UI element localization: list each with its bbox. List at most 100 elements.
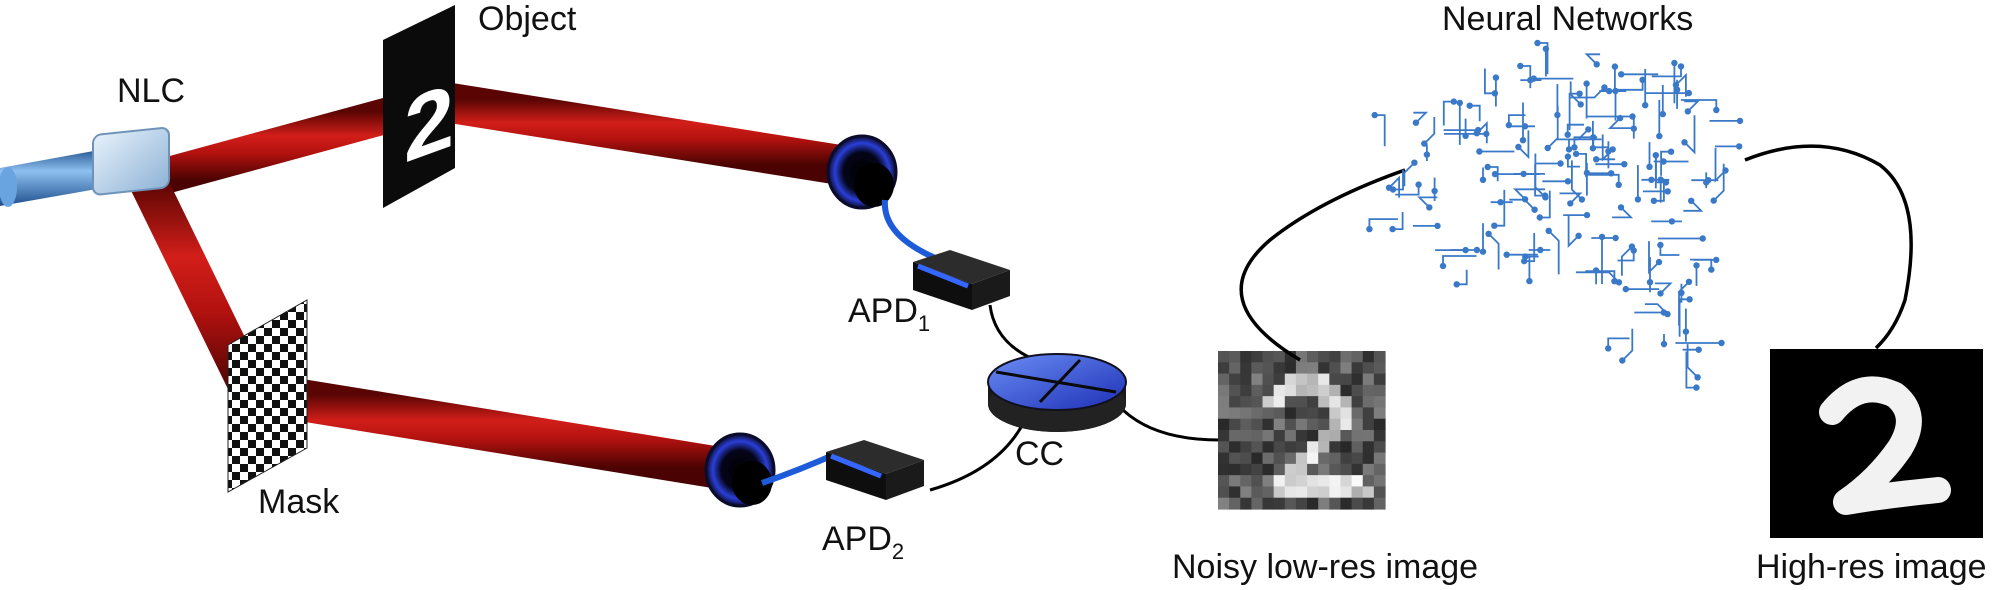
circuit-node: [1426, 204, 1433, 211]
noisy-pixel: [1262, 430, 1275, 442]
circuit-node: [1593, 156, 1600, 163]
noisy-pixel: [1318, 362, 1330, 375]
noisy-pixel: [1295, 362, 1308, 375]
high-res-digit: [1819, 376, 1951, 515]
circuit-node: [1557, 160, 1564, 167]
noisy-pixel: [1240, 430, 1252, 442]
circuit-trace: [1680, 99, 1718, 110]
circuit-node: [1531, 206, 1538, 213]
noisy-pixel: [1351, 384, 1364, 397]
noisy-pixel: [1373, 430, 1386, 442]
circuit-node: [1462, 246, 1469, 254]
circuit-node: [1503, 251, 1510, 258]
circuit-node: [1655, 258, 1663, 266]
circuit-node: [1431, 187, 1438, 195]
noisy-pixel: [1295, 407, 1308, 420]
circuit-node: [1517, 62, 1524, 70]
noisy-pixel: [1284, 452, 1297, 465]
noisy-pixel: [1284, 418, 1297, 431]
circuit-node: [1693, 384, 1700, 391]
apd2-label-sub: 2: [892, 539, 904, 564]
circuit-node: [1650, 197, 1658, 204]
circuit-trace: [1559, 192, 1583, 205]
circuit-node: [1634, 196, 1642, 203]
circuit-trace: [1517, 130, 1530, 160]
circuit-trace: [1537, 42, 1549, 75]
circuit-node: [1389, 186, 1397, 193]
circuit-node: [1648, 176, 1655, 183]
circuit-node: [1657, 241, 1664, 249]
circuit-trace: [1675, 72, 1687, 97]
circuit-node: [1722, 167, 1729, 174]
coincidence-counter-icon: [987, 353, 1127, 432]
circuit-trace: [1584, 53, 1601, 65]
circuit-node: [1476, 148, 1483, 155]
noisy-pixel: [1240, 362, 1252, 375]
circuit-node: [1593, 61, 1600, 68]
fiber-coupler-icon: [826, 134, 898, 210]
noisy-pixel: [1262, 441, 1275, 454]
circuit-trace: [1684, 100, 1700, 113]
beam-mask-coupler2: [249, 374, 741, 489]
noisy-pixel: [1351, 486, 1364, 499]
circuit-node: [1621, 161, 1628, 168]
circuit-trace: [1484, 68, 1495, 95]
circuit-node: [1497, 199, 1504, 206]
noisy-pixel: [1329, 396, 1342, 409]
noisy-pixel: [1218, 373, 1230, 386]
noisy-pixel: [1273, 373, 1286, 386]
noisy-pixel: [1340, 418, 1353, 431]
circuit-node: [1412, 119, 1420, 126]
circuit-trace: [1678, 298, 1690, 337]
noisy-pixel: [1262, 407, 1275, 420]
noisy-pixel: [1362, 441, 1375, 454]
circuit-node: [1618, 71, 1625, 78]
circuit-node: [1491, 222, 1498, 229]
circuit-node: [1629, 113, 1636, 120]
circuit-node: [1577, 101, 1584, 108]
noisy-pixel: [1340, 486, 1353, 499]
cable-apd2-cc: [929, 419, 1027, 492]
noisy-pixel: [1373, 463, 1386, 476]
pump-beam-end: [0, 167, 17, 207]
circuit-trace: [1512, 188, 1545, 200]
circuit-node: [1619, 357, 1626, 364]
circuit-node: [1668, 218, 1676, 225]
noisy-pixel: [1295, 373, 1308, 386]
noisy-pixel: [1295, 452, 1308, 465]
circuit-node: [1695, 346, 1702, 353]
object-label: Object: [478, 0, 577, 38]
circuit-node: [1484, 163, 1491, 171]
noisy-pixel: [1284, 362, 1297, 375]
noisy-pixel: [1307, 497, 1319, 510]
apd1-label-sub: 1: [918, 311, 930, 336]
noisy-pixel: [1362, 407, 1375, 420]
noisy-pixel: [1340, 396, 1353, 409]
circuit-node: [1677, 63, 1685, 70]
circuit-node: [1589, 145, 1597, 152]
noisy-pixel: [1251, 463, 1264, 476]
noisy-pixel: [1218, 452, 1230, 465]
noisy-low-res-image: [1218, 351, 1386, 510]
noisy-pixel: [1284, 497, 1297, 510]
noisy-pixel: [1295, 441, 1308, 454]
noisy-pixel: [1229, 407, 1241, 420]
noisy-pixel: [1262, 384, 1275, 397]
circuit-node: [1718, 339, 1725, 347]
noisy-pixel: [1340, 452, 1353, 465]
noisy-pixel: [1251, 418, 1264, 431]
circuit-node: [1713, 106, 1720, 114]
circuit-node: [1536, 214, 1544, 221]
noisy-pixel: [1229, 351, 1241, 363]
noisy-pixel: [1273, 351, 1286, 363]
noisy-pixel: [1273, 463, 1286, 476]
noisy-pixel: [1340, 497, 1353, 510]
circuit-node: [1466, 102, 1473, 109]
noisy-pixel: [1362, 497, 1375, 510]
circuit-node: [1564, 178, 1572, 185]
circuit-trace: [1654, 282, 1673, 295]
circuit-trace: [1683, 200, 1704, 212]
noisy-pixel: [1329, 373, 1342, 386]
noisy-pixel: [1229, 497, 1241, 510]
